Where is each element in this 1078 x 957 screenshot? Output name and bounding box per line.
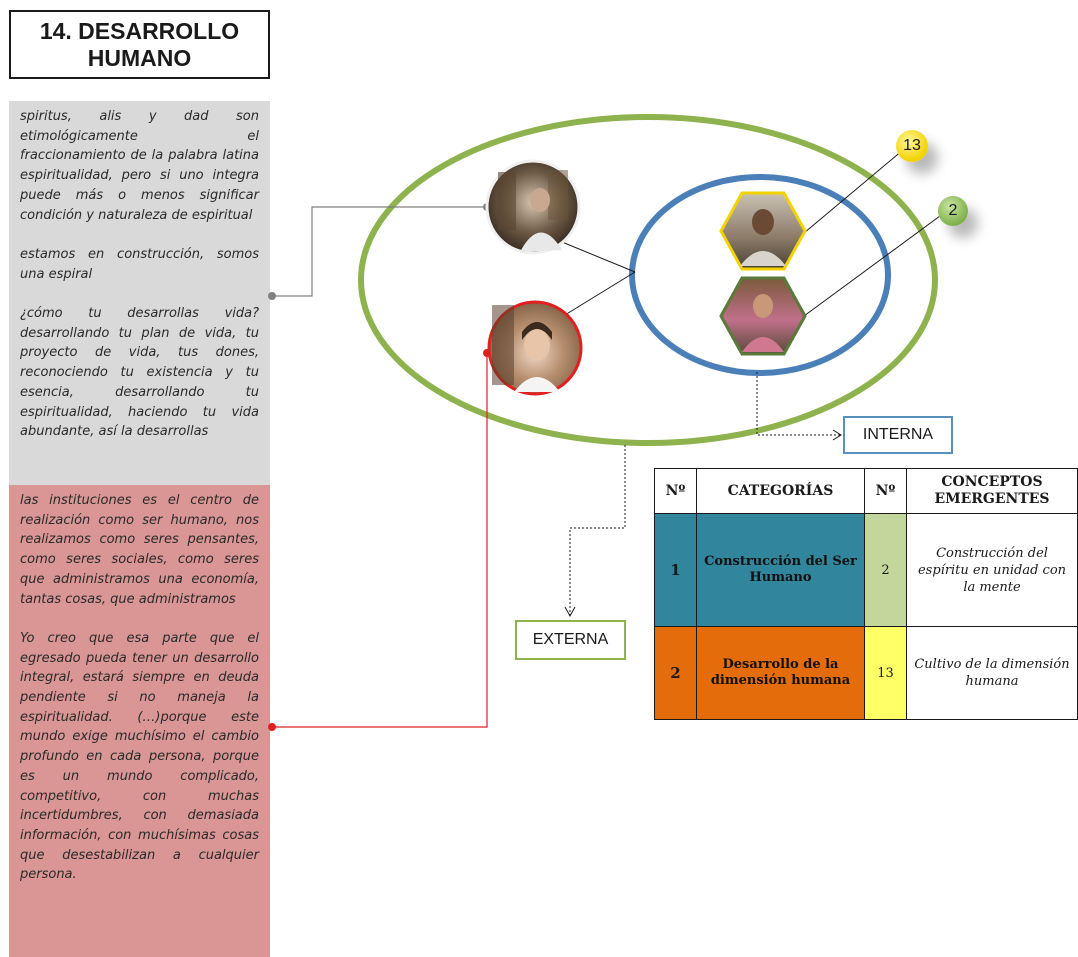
arrow-externa: [569, 445, 626, 615]
row-emergent-concept: Cultivo de la dimensión humana: [906, 626, 1078, 720]
connector-line: [803, 212, 945, 317]
arrow-interna: [756, 372, 840, 436]
connector-gray: [272, 206, 487, 297]
quote-text: spiritus, alis y dad son etimológicament…: [20, 109, 259, 223]
row-number: 2: [654, 626, 697, 720]
row-category: Desarrollo de la dimensión humana: [696, 626, 865, 720]
header-categories: CATEGORÍAS: [696, 468, 865, 514]
count-badge-green: 2: [938, 196, 968, 226]
quote-text: estamos en construcción, somos una espir…: [20, 246, 259, 282]
header-count: Nº: [864, 468, 907, 514]
row-count: 13: [864, 626, 907, 720]
quote-text: las instituciones es el centro de realiz…: [20, 493, 259, 607]
quote-text: Yo creo que esa parte que el egresado pu…: [20, 630, 259, 883]
row-category: Construcción del Ser Humano: [696, 513, 865, 627]
row-emergent-concept: Construcción del espíritu en unidad con …: [906, 513, 1078, 627]
quote-panel-gray: spiritus, alis y dad son etimológicament…: [9, 101, 270, 485]
title-box: 14. DESARROLLO HUMANO: [9, 10, 270, 79]
label-externa: EXTERNA: [515, 620, 626, 660]
arrow-head-interna: [832, 429, 842, 441]
table-row: 2 Desarrollo de la dimensión humana 13 C…: [654, 626, 1078, 720]
table-header-row: Nº CATEGORÍAS Nº CONCEPTOS EMERGENTES: [654, 468, 1078, 514]
inner-ellipse-interna: [629, 174, 891, 376]
page-title: 14. DESARROLLO HUMANO: [39, 17, 240, 71]
connector-dot-gray: [268, 292, 276, 300]
header-emergent-concepts: CONCEPTOS EMERGENTES: [906, 468, 1078, 514]
quote-panel-red: las instituciones es el centro de realiz…: [9, 485, 270, 957]
photo-hexagon-green: [719, 276, 807, 356]
count-badge-yellow: 13: [896, 130, 928, 162]
photo-circle-upper: [485, 159, 581, 255]
arrow-head-externa: [564, 606, 576, 618]
photo-hexagon-yellow: [719, 191, 807, 271]
label-interna: INTERNA: [843, 416, 953, 454]
connector-line: [559, 271, 636, 319]
row-count: 2: [864, 513, 907, 627]
outer-ellipse-externa: [358, 114, 938, 446]
table-row: 1 Construcción del Ser Humano 2 Construc…: [654, 513, 1078, 627]
row-number: 1: [654, 513, 697, 627]
connector-line: [803, 149, 904, 234]
photo-circle-lower: [487, 300, 583, 396]
header-number: Nº: [654, 468, 697, 514]
connector-dot-red: [268, 723, 276, 731]
connector-red: [272, 353, 488, 728]
quote-text: ¿cómo tu desarrollas vida? desarrollando…: [20, 306, 259, 440]
categories-table: Nº CATEGORÍAS Nº CONCEPTOS EMERGENTES 1 …: [654, 468, 1078, 720]
